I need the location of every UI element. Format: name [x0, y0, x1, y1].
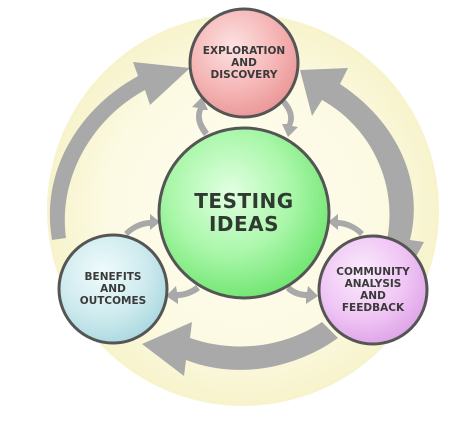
node-circle-benefits: [57, 233, 169, 345]
node-circle-community: [317, 234, 429, 346]
exchange-arrows: [124, 97, 364, 304]
node-circle-exploration: [188, 7, 300, 119]
exchange-arrow-right-in: [328, 214, 364, 236]
exchange-arrow-top-up: [192, 97, 209, 136]
center-label: TESTING IDEAS: [194, 189, 294, 236]
exchange-arrow-right-out: [286, 285, 318, 304]
exchange-arrow-left-out: [166, 285, 200, 304]
exchange-arrow-top-down: [280, 98, 298, 137]
cycle-arrow-left: [49, 62, 190, 240]
cycle-arrow-bottom: [142, 322, 338, 376]
center-circle: [157, 126, 331, 300]
node-label-community: COMMUNITY ANALYSIS AND FEEDBACK: [336, 265, 410, 315]
node-label-benefits: BENEFITS AND OUTCOMES: [79, 270, 147, 308]
cycle-arrows: [49, 62, 424, 376]
cycle-arrow-right: [300, 68, 424, 290]
node-label-exploration: EXPLORATION AND DISCOVERY: [202, 44, 286, 82]
exchange-arrow-left-in: [124, 214, 160, 236]
